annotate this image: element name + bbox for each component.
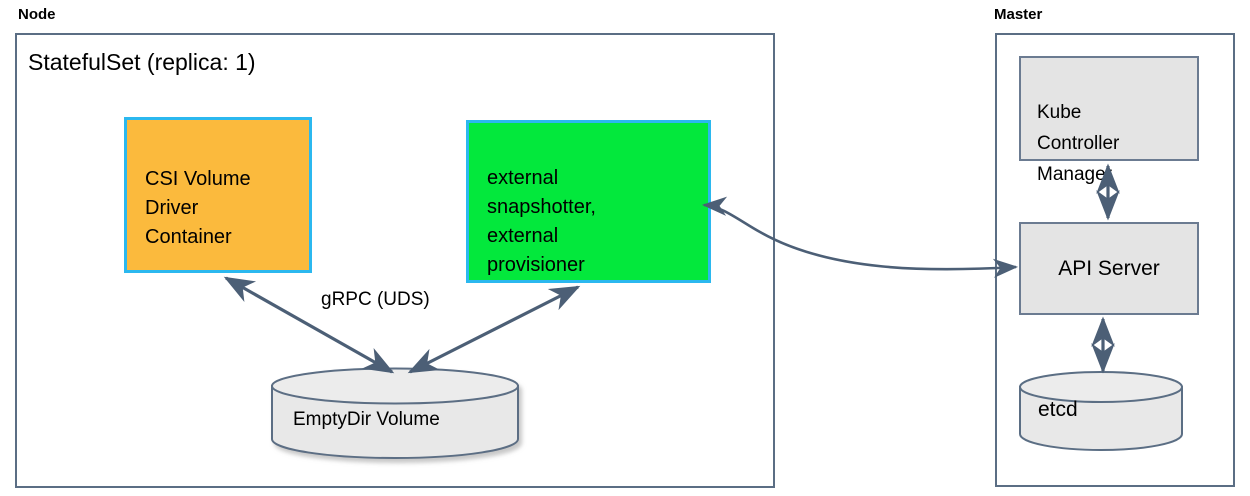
emptydir-volume-label: EmptyDir Volume: [293, 409, 440, 430]
csi-volume-driver-container-label: CSI Volume Driver Container: [145, 168, 251, 248]
etcd-label: etcd: [1038, 398, 1078, 421]
api-server-label: API Server: [1058, 257, 1160, 280]
emptydir-volume-cylinder[interactable]: [270, 367, 520, 463]
csi-volume-driver-container-box[interactable]: CSI Volume Driver Container: [124, 117, 312, 273]
kube-controller-manager-label: Kube Controller Manager: [1037, 102, 1120, 185]
api-server-box[interactable]: API Server: [1019, 222, 1199, 315]
grpc-uds-edge-label: gRPC (UDS): [321, 289, 430, 310]
node-group-label: Node: [18, 6, 56, 23]
external-snapshotter-provisioner-label: external snapshotter, external provision…: [487, 167, 596, 276]
etcd-cylinder[interactable]: [1018, 370, 1184, 458]
master-group-label: Master: [994, 6, 1043, 23]
kube-controller-manager-box[interactable]: Kube Controller Manager: [1019, 56, 1199, 185]
external-snapshotter-provisioner-box[interactable]: external snapshotter, external provision…: [466, 120, 711, 283]
statefulset-title: StatefulSet (replica: 1): [28, 49, 256, 75]
